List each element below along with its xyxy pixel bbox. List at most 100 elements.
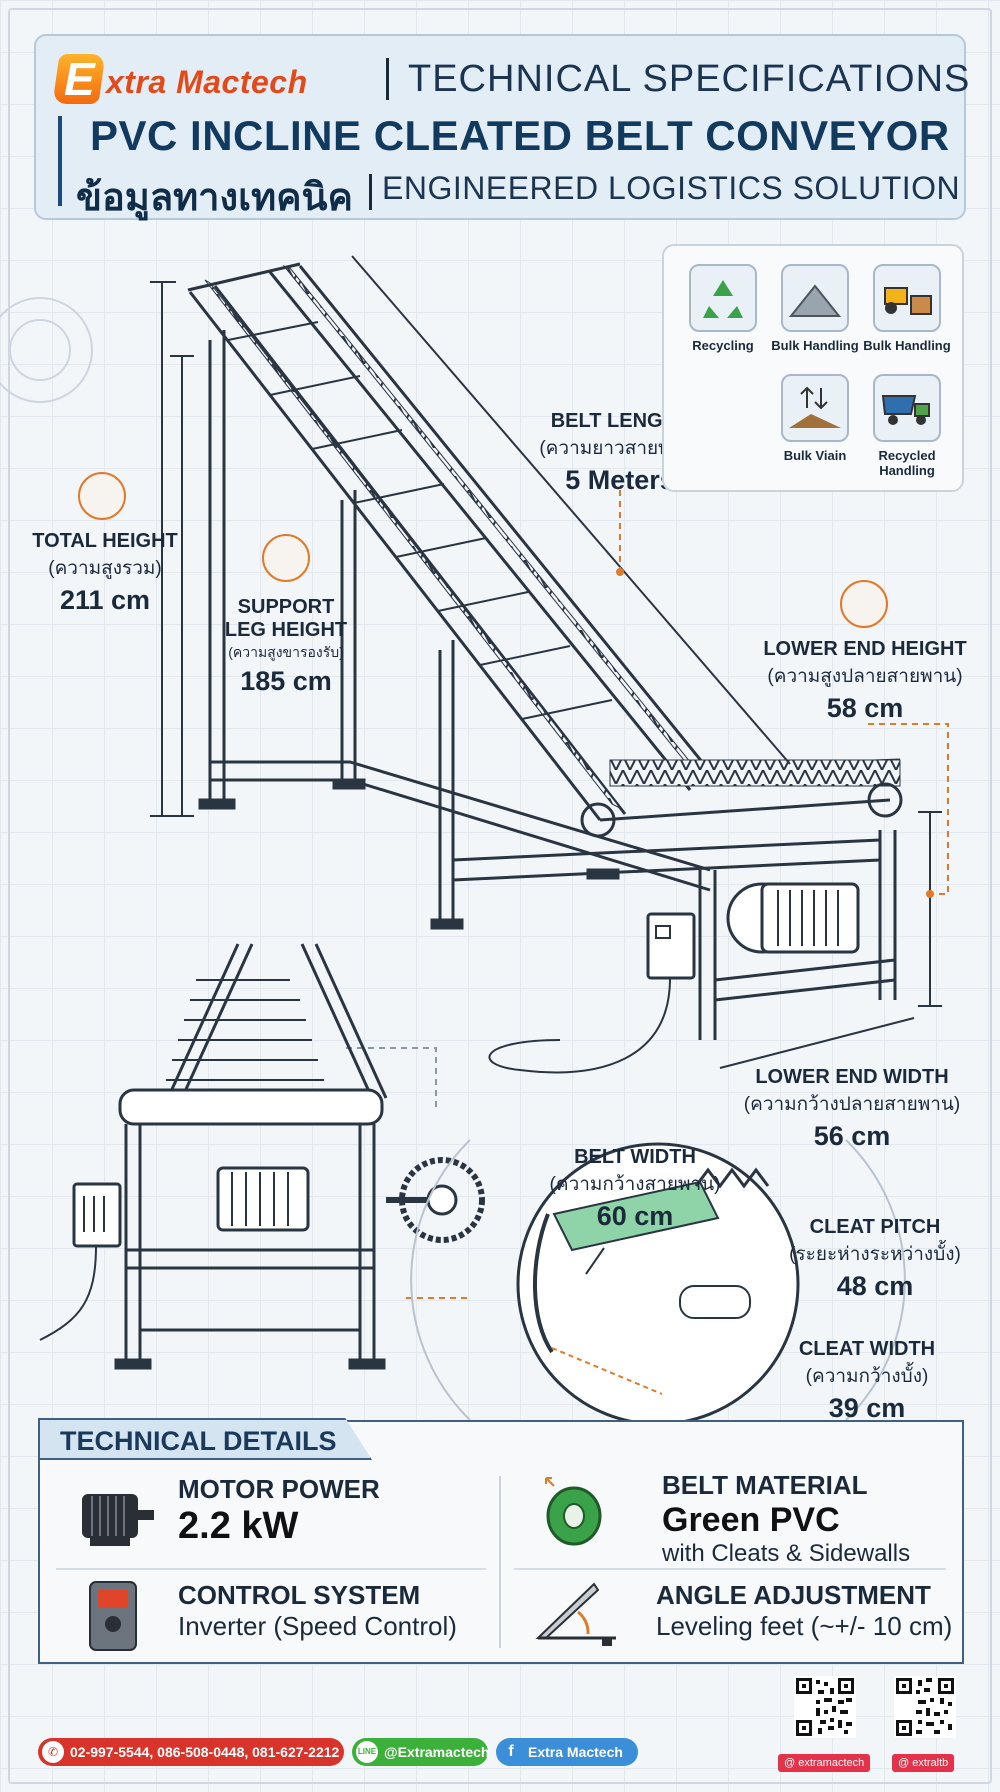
control-system-item: CONTROL SYSTEM Inverter (Speed Control) (178, 1580, 457, 1642)
header-banner: E xtra Mactech TECHNICAL SPECIFICATIONS … (34, 34, 969, 220)
front-view-drawing (39, 943, 485, 1370)
support-leg-value: 185 cm (240, 666, 332, 696)
total-height-thai: (ความสูงรวม) (48, 558, 162, 579)
support-leg-spec: SUPPORT LEG HEIGHT (ความสูงขารองรับ) 185… (218, 596, 354, 697)
belt-width-value: 60 cm (596, 1201, 674, 1231)
motor-power-item: MOTOR POWER 2.2 kW (178, 1474, 380, 1548)
title-accent-bar (58, 116, 62, 206)
line-pill[interactable]: LINE @Extramactech (352, 1738, 490, 1766)
phone-numbers: 02-997-5544, 086-508-0448, 081-627-2212 (70, 1744, 340, 1760)
belt-length-thai: (ความยาวสายพาน) (539, 438, 701, 459)
main-conveyor-drawing (187, 262, 903, 1074)
facebook-icon: f (508, 1743, 514, 1760)
qr-code-1[interactable] (794, 1676, 856, 1738)
total-height-spec: TOTAL HEIGHT (ความสูงรวม) 211 cm (30, 530, 180, 616)
thai-title: ข้อมูลทางเทคนิค (76, 177, 353, 219)
technical-details-tab (38, 1418, 372, 1460)
control-system-label: CONTROL SYSTEM (178, 1580, 421, 1610)
motor-power-label: MOTOR POWER (178, 1474, 380, 1504)
height-measure-icon (78, 472, 126, 520)
control-system-value: Inverter (Speed Control) (178, 1611, 457, 1641)
page-frame (8, 8, 992, 1784)
cleat-pitch-label: CLEAT PITCH (809, 1216, 941, 1238)
belt-roll-icon (545, 1477, 602, 1546)
recycle-icon (689, 264, 757, 332)
app-label: Bulk Handling (863, 338, 951, 353)
tractor-box-icon (873, 264, 941, 332)
lower-end-height-label: LOWER END HEIGHT (763, 638, 967, 660)
logo-wordmark: xtra Mactech (106, 64, 308, 100)
app-label: Bulk Viain (783, 448, 847, 463)
lower-end-width-value: 56 cm (813, 1121, 891, 1151)
soil-arrows-icon (781, 374, 849, 442)
belt-width-thai: (ความกว้างสายพาน) (549, 1174, 721, 1195)
angle-adjustment-item: ANGLE ADJUSTMENT Leveling feet (~+/- 10 … (656, 1580, 952, 1642)
angle-icon (535, 1582, 616, 1646)
support-leg-label-1: SUPPORT (237, 596, 335, 618)
belt-material-label: BELT MATERIAL (662, 1470, 868, 1500)
belt-length-label: BELT LENGTH (550, 410, 690, 432)
cleat-pitch-spec: CLEAT PITCH (ระยะห่างระหว่างบั้ง) 48 cm (780, 1216, 970, 1302)
angle-adjustment-label: ANGLE ADJUSTMENT (656, 1580, 931, 1610)
brand-logo: E xtra Mactech (52, 50, 386, 112)
inset-arc (410, 1139, 471, 1420)
bulk-pile-icon (781, 264, 849, 332)
angle-adjustment-value: Leveling feet (~+/- 10 cm) (656, 1611, 953, 1641)
support-leg-thai: (ความสูงขารองรับ) (228, 644, 344, 660)
dimension-lines (150, 255, 942, 1069)
facebook-handle: Extra Mactech (528, 1744, 623, 1760)
cleat-width-label: CLEAT WIDTH (798, 1338, 936, 1360)
details-divider-vertical (499, 1476, 501, 1648)
support-leg-label-2: LEG HEIGHT (224, 619, 348, 641)
details-divider-right (514, 1568, 946, 1570)
phone-icon: ✆ (42, 1741, 64, 1763)
dump-truck-icon (873, 374, 941, 442)
technical-details-panel (38, 1420, 964, 1664)
lower-end-height-thai: (ความสูงปลายสายพาน) (767, 666, 963, 687)
section-heading: TECHNICAL SPECIFICATIONS (408, 58, 971, 100)
belt-width-spec: BELT WIDTH (ความกว้างสายพาน) 60 cm (540, 1146, 730, 1232)
conveyor-illustration (0, 255, 949, 1420)
app-bulk-viain: Bulk Viain (770, 374, 860, 463)
page-title: PVC INCLINE CLEATED BELT CONVEYOR (90, 112, 950, 159)
cleat-detail-inset (516, 1142, 800, 1420)
cleat-width-value: 39 cm (828, 1393, 906, 1423)
app-label: Recycled Handling (878, 448, 936, 478)
lower-end-height-value: 58 cm (826, 693, 904, 723)
phone-pill[interactable]: ✆ 02-997-5544, 086-508-0448, 081-627-2212 (38, 1738, 344, 1766)
cleat-pitch-thai: (ระยะห่างระหว่างบั้ง) (789, 1244, 961, 1265)
facebook-pill[interactable]: f Extra Mactech (496, 1738, 638, 1766)
motor-power-value: 2.2 kW (178, 1505, 299, 1547)
app-label: Recycling (692, 338, 754, 353)
inverter-icon (89, 1581, 137, 1651)
incline-end-icon (840, 580, 888, 628)
header-divider (386, 58, 389, 100)
total-height-value: 211 cm (59, 585, 151, 615)
app-bulk-handling-1: Bulk Handling (770, 264, 860, 353)
lower-end-width-thai: (ความกว้างปลายสายพาน) (743, 1094, 961, 1115)
line-icon: LINE (356, 1741, 378, 1763)
decor-circle (0, 297, 93, 403)
cleat-width-thai: (ความกว้างบั้ง) (805, 1366, 929, 1387)
total-height-label: TOTAL HEIGHT (32, 530, 178, 552)
subtitle-divider (369, 174, 372, 210)
details-divider-left (56, 1568, 486, 1570)
line-handle: @Extramactech (384, 1744, 490, 1760)
motor-icon (82, 1494, 154, 1546)
belt-length-value: 5 Meters (565, 465, 675, 495)
qr-code-2[interactable] (894, 1676, 956, 1738)
instagram-tag-1[interactable]: @ extramactech (778, 1754, 871, 1772)
cleat-pitch-value: 48 cm (836, 1271, 914, 1301)
cleat-width-spec: CLEAT WIDTH (ความกว้างบั้ง) 39 cm (782, 1338, 952, 1424)
app-recycled-handling: Recycled Handling (862, 374, 952, 478)
support-leg-icon (262, 534, 310, 582)
app-label: Bulk Handling (771, 338, 859, 353)
lower-end-width-label: LOWER END WIDTH (755, 1066, 949, 1088)
app-recycling: Recycling (678, 264, 768, 353)
technical-details-heading: TECHNICAL DETAILS (60, 1426, 337, 1456)
instagram-tag-2[interactable]: @ extraltb (892, 1754, 955, 1772)
belt-material-sub: with Cleats & Sidewalls (662, 1540, 911, 1567)
leader-lines (346, 490, 949, 1299)
belt-length-spec: BELT LENGTH (ความยาวสายพาน) 5 Meters (520, 410, 720, 496)
lower-end-width-spec: LOWER END WIDTH (ความกว้างปลายสายพาน) 56… (732, 1066, 972, 1152)
